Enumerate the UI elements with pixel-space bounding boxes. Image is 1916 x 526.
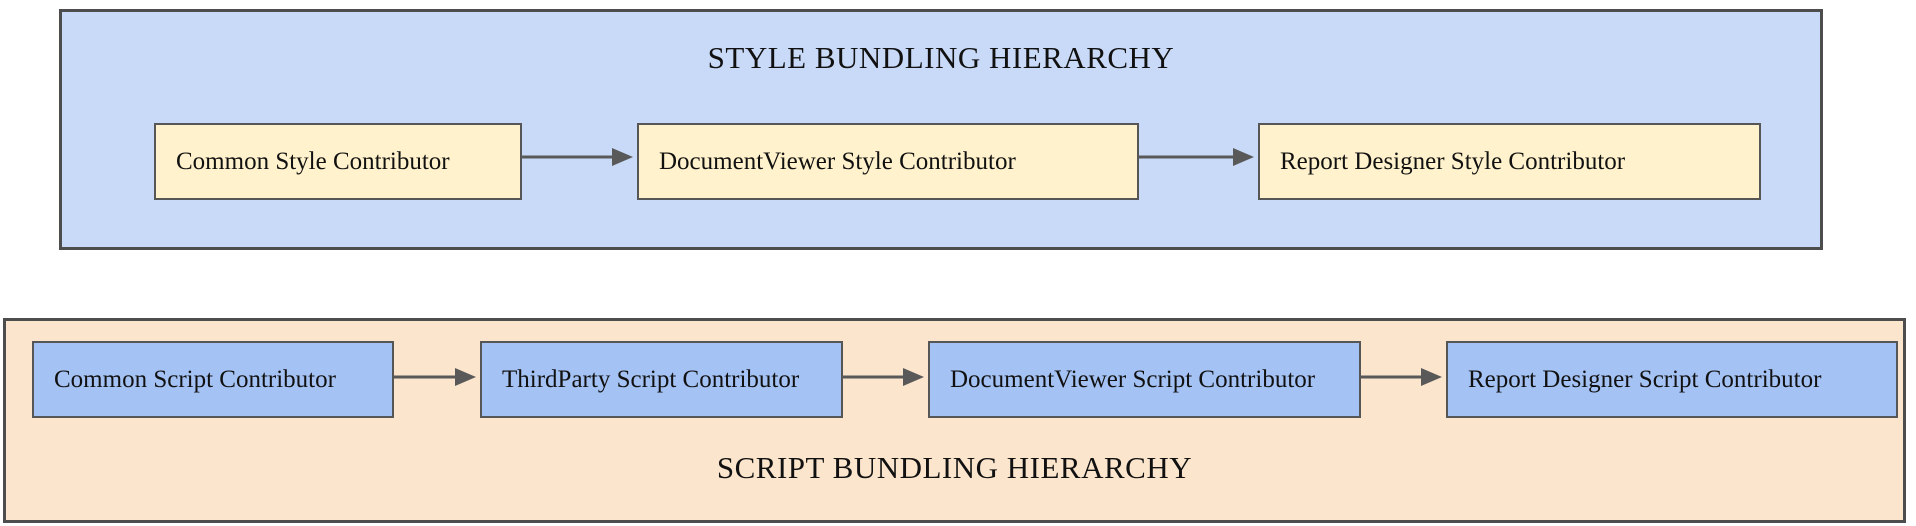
script-bundling-title: SCRIPT BUNDLING HIERARCHY <box>716 450 1193 485</box>
node-documentviewer-style-contributor: DocumentViewer Style Contributor <box>637 123 1139 200</box>
style-bundling-title: STYLE BUNDLING HIERARCHY <box>707 40 1175 75</box>
arrow-right-icon <box>521 147 633 167</box>
arrow-head-icon <box>903 368 924 386</box>
arrow-right-icon <box>1138 147 1254 167</box>
node-label: Report Designer Script Contributor <box>1468 365 1822 393</box>
node-common-style-contributor: Common Style Contributor <box>154 123 522 200</box>
node-label: ThirdParty Script Contributor <box>502 365 800 393</box>
node-label: Report Designer Style Contributor <box>1280 147 1626 175</box>
node-label: DocumentViewer Script Contributor <box>950 365 1316 393</box>
arrow-right-icon <box>842 367 924 387</box>
arrow-right-icon <box>393 367 476 387</box>
arrow-shaft <box>393 375 460 379</box>
arrow-shaft <box>1360 375 1426 379</box>
script-bundling-section: Common Script Contributor ThirdParty Scr… <box>3 318 1906 523</box>
arrow-head-icon <box>1233 148 1254 166</box>
arrow-head-icon <box>1421 368 1442 386</box>
node-common-script-contributor: Common Script Contributor <box>32 341 394 418</box>
arrow-shaft <box>521 155 617 159</box>
node-report-designer-script-contributor: Report Designer Script Contributor <box>1446 341 1898 418</box>
node-thirdparty-script-contributor: ThirdParty Script Contributor <box>480 341 843 418</box>
node-label: Common Style Contributor <box>176 147 450 175</box>
arrow-shaft <box>1138 155 1238 159</box>
node-label: Common Script Contributor <box>54 365 336 393</box>
arrow-head-icon <box>455 368 476 386</box>
node-documentviewer-script-contributor: DocumentViewer Script Contributor <box>928 341 1361 418</box>
arrow-head-icon <box>612 148 633 166</box>
node-label: DocumentViewer Style Contributor <box>659 147 1016 175</box>
arrow-right-icon <box>1360 367 1442 387</box>
node-report-designer-style-contributor: Report Designer Style Contributor <box>1258 123 1761 200</box>
arrow-shaft <box>842 375 908 379</box>
style-bundling-section: STYLE BUNDLING HIERARCHY Common Style Co… <box>59 9 1823 250</box>
